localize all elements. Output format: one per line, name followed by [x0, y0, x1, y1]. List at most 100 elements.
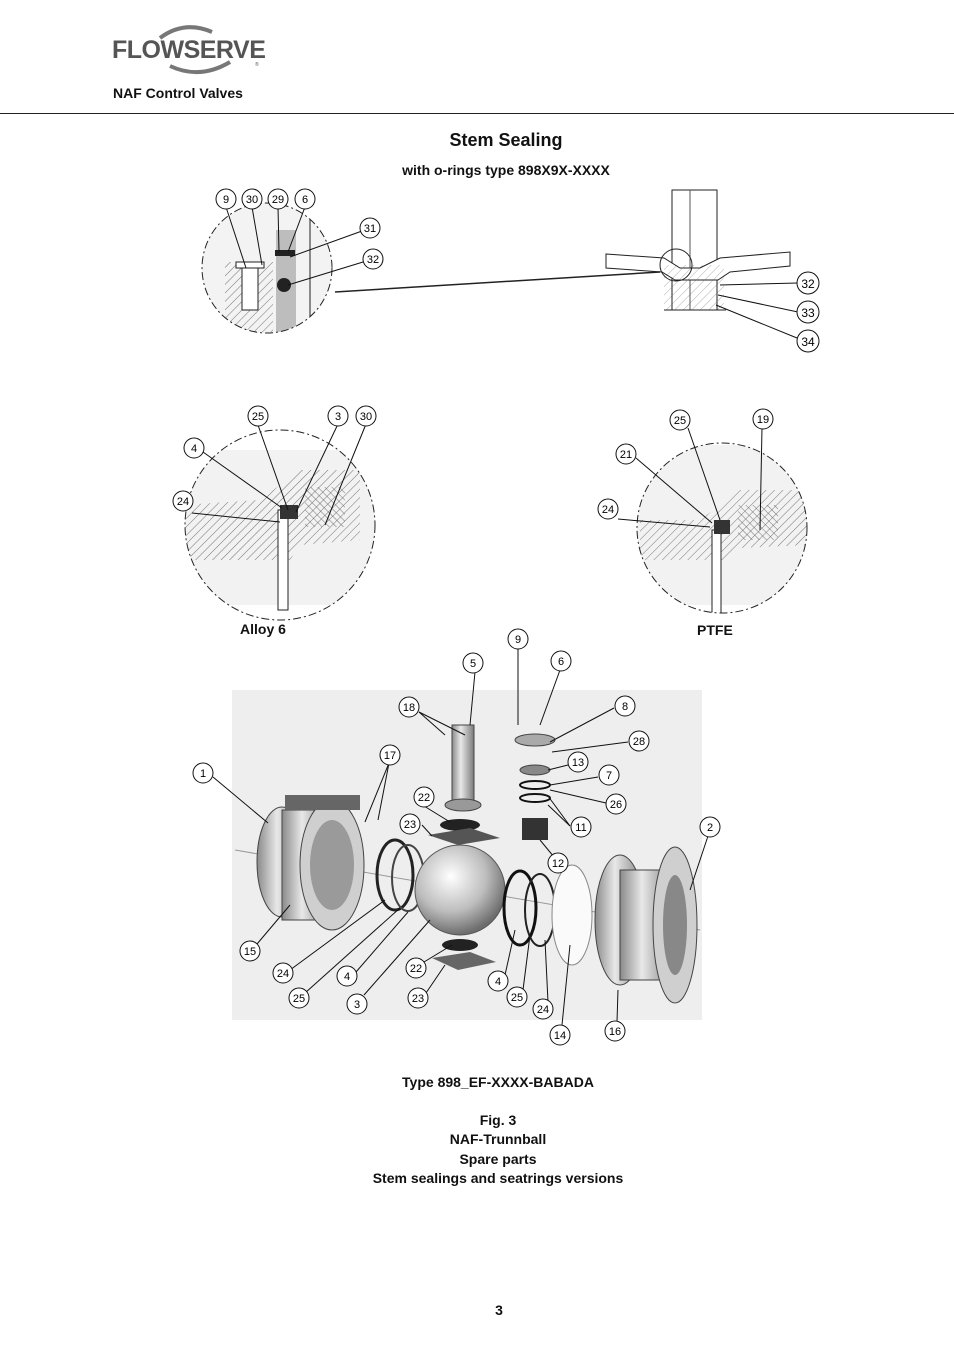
svg-text:1: 1	[200, 768, 206, 780]
callout: 12	[547, 852, 569, 874]
callout: 22	[405, 957, 427, 979]
callout: 9	[507, 628, 529, 650]
svg-text:4: 4	[344, 971, 350, 983]
svg-text:15: 15	[244, 946, 256, 958]
ptfe-seat-drawing	[636, 442, 808, 614]
logo-swoosh-icon: ®	[158, 25, 259, 75]
sub-brand: NAF Control Valves	[113, 85, 243, 101]
page-number: 3	[495, 1302, 503, 1318]
svg-text:25: 25	[511, 992, 523, 1004]
svg-text:22: 22	[410, 963, 422, 975]
callout: 23	[399, 813, 421, 835]
callout: 26	[605, 793, 627, 815]
figure-number: Fig. 3	[479, 1112, 517, 1128]
callout: 9	[215, 188, 237, 210]
svg-text:34: 34	[801, 335, 815, 349]
alloy6-label: Alloy 6	[240, 621, 286, 637]
callout: 24	[597, 498, 619, 520]
figure-title: NAF-Trunnball	[449, 1131, 547, 1147]
svg-text:24: 24	[277, 968, 289, 980]
callout: 1	[192, 762, 214, 784]
svg-text:32: 32	[801, 277, 815, 291]
callout: 21	[615, 443, 637, 465]
callout: 30	[241, 188, 263, 210]
callout: 23	[407, 987, 429, 1009]
svg-text:24: 24	[602, 504, 614, 516]
callout: 30	[355, 405, 377, 427]
callout: 34	[796, 329, 820, 353]
callout: 28	[628, 730, 650, 752]
svg-text:30: 30	[246, 194, 258, 206]
svg-text:7: 7	[606, 770, 612, 782]
svg-text:25: 25	[293, 993, 305, 1005]
alloy6-seat-drawing	[184, 429, 376, 621]
svg-text:2: 2	[707, 822, 713, 834]
callout: 24	[532, 998, 554, 1020]
svg-text:30: 30	[360, 411, 372, 423]
stem-overview-drawing	[334, 189, 791, 311]
svg-text:25: 25	[674, 415, 686, 427]
svg-text:11: 11	[575, 822, 586, 834]
callout: 25	[506, 986, 528, 1008]
svg-text:3: 3	[354, 999, 360, 1011]
callout: 24	[172, 490, 194, 512]
svg-text:19: 19	[757, 414, 769, 426]
svg-text:®: ®	[255, 61, 259, 68]
svg-text:17: 17	[384, 750, 396, 762]
figure-subtitle: Spare parts	[459, 1151, 537, 1167]
callout: 32	[796, 271, 820, 295]
svg-text:18: 18	[403, 702, 415, 714]
callout: 33	[796, 300, 820, 324]
svg-text:32: 32	[367, 254, 379, 266]
callout: 13	[567, 751, 589, 773]
callout: 19	[752, 408, 774, 430]
svg-text:24: 24	[537, 1004, 549, 1016]
svg-text:14: 14	[554, 1030, 566, 1042]
callout: 3	[346, 993, 368, 1015]
ptfe-label: PTFE	[697, 622, 733, 638]
callout: 32	[362, 248, 384, 270]
svg-text:13: 13	[572, 757, 584, 769]
svg-text:28: 28	[633, 736, 645, 748]
callout: 18	[398, 696, 420, 718]
header-divider	[0, 113, 954, 114]
callout: 6	[550, 650, 572, 672]
svg-text:6: 6	[302, 194, 308, 206]
svg-text:23: 23	[412, 993, 424, 1005]
svg-text:4: 4	[191, 443, 197, 455]
svg-text:26: 26	[610, 799, 622, 811]
callout: 5	[462, 652, 484, 674]
type-label: Type 898_EF-XXXX-BABADA	[402, 1074, 594, 1090]
callout: 25	[669, 409, 691, 431]
brand-name: FLOWSERVE	[112, 36, 266, 64]
callout: 8	[614, 695, 636, 717]
callout: 4	[487, 970, 509, 992]
callout: 25	[247, 405, 269, 427]
callout: 22	[413, 786, 435, 808]
svg-text:12: 12	[552, 858, 564, 870]
svg-text:16: 16	[609, 1026, 621, 1038]
svg-text:25: 25	[252, 411, 264, 423]
svg-text:3: 3	[335, 411, 341, 423]
svg-text:31: 31	[364, 223, 376, 235]
leader-lines	[191, 206, 799, 1026]
callout: 4	[336, 965, 358, 987]
callout: 15	[239, 940, 261, 962]
callout: 25	[288, 987, 310, 1009]
exploded-valve-drawing	[232, 690, 702, 1020]
svg-text:9: 9	[223, 194, 229, 206]
callout: 29	[267, 188, 289, 210]
svg-text:5: 5	[470, 658, 476, 670]
callout: 14	[549, 1024, 571, 1046]
figure-description: Stem sealings and seatrings versions	[372, 1170, 624, 1186]
stem-detail-drawing	[201, 202, 333, 334]
svg-text:8: 8	[622, 701, 628, 713]
callout: 4	[183, 437, 205, 459]
callout: 17	[379, 744, 401, 766]
svg-text:24: 24	[177, 496, 189, 508]
callout: 24	[272, 962, 294, 984]
svg-text:29: 29	[272, 194, 284, 206]
callout: 31	[359, 217, 381, 239]
